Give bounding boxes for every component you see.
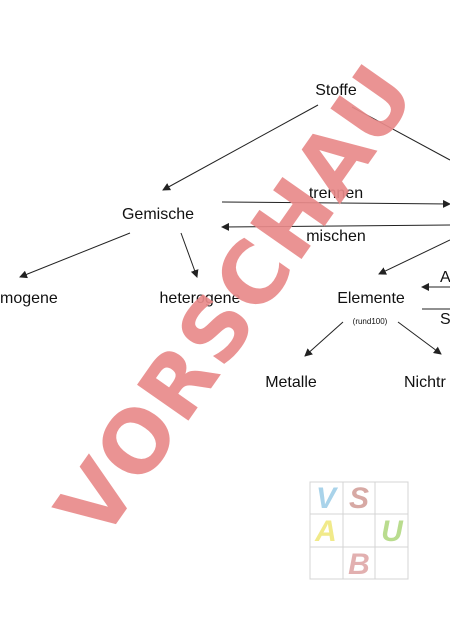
- node-elemente: Elemente: [337, 290, 405, 307]
- label-trennen: trennen: [309, 185, 363, 202]
- node-gemische: Gemische: [122, 206, 194, 223]
- node-metalle: Metalle: [265, 374, 317, 391]
- arrow-mischen: [221, 222, 450, 231]
- node-right-a: A: [440, 269, 450, 286]
- node-stoffe: Stoffe: [315, 82, 357, 99]
- arrow-stoffe-to-gemische: [162, 104, 319, 191]
- node-heterogene: heterogene: [160, 290, 241, 307]
- arrow-gemische-to-homogene: [19, 232, 131, 279]
- node-right-s: S: [440, 311, 450, 328]
- logo-letter-a: A: [314, 515, 337, 548]
- note-elemente-count: (rund100): [353, 317, 388, 326]
- label-mischen: mischen: [306, 228, 366, 245]
- node-nichtmetalle: Nichtr: [404, 374, 446, 391]
- arrow-elemente-to-metalle: [304, 321, 344, 357]
- logo-letter-u: U: [381, 515, 404, 548]
- node-homogene: mogene: [0, 290, 58, 307]
- arrow-to-elemente: [378, 239, 450, 275]
- vsaub-logo: V S A U B: [309, 481, 409, 581]
- logo-letter-v: V: [316, 482, 339, 515]
- logo-letter-b: B: [348, 548, 370, 581]
- arrow-trennen: [221, 199, 450, 208]
- logo-letter-s: S: [349, 482, 369, 515]
- arrow-gemische-to-heterogene: [180, 232, 199, 278]
- arrow-elemente-to-nichtmetalle: [397, 321, 442, 355]
- arrow-stoffe-to-right: [351, 106, 450, 161]
